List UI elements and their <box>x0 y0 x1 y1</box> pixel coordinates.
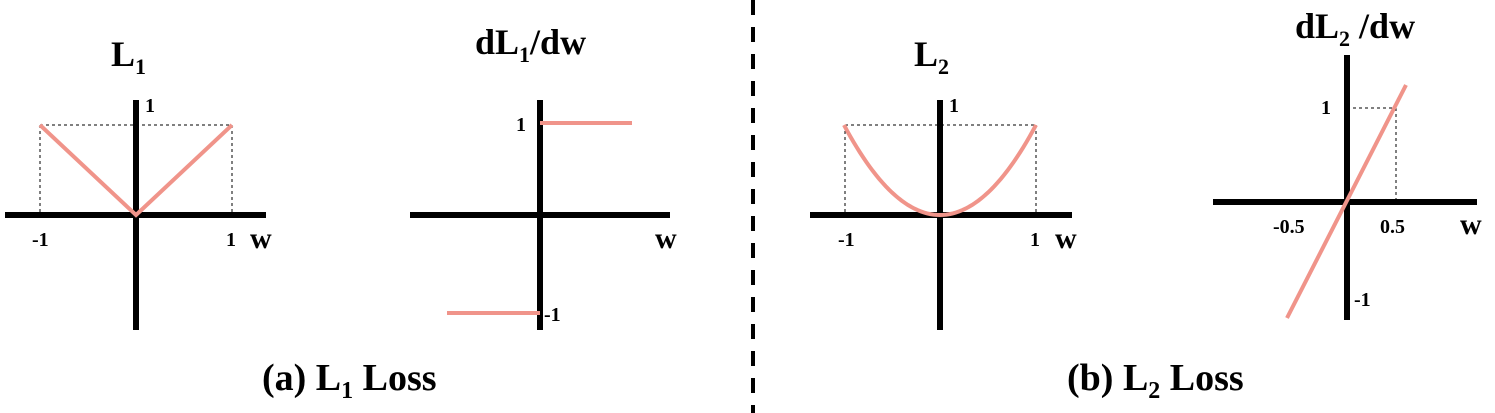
panel-a: L1 1 -1 1 w dL1/dw 1 -1 w (a) L1 Loss <box>5 22 677 404</box>
l1-derivative-y-tick-neg1: -1 <box>544 304 561 326</box>
l1-derivative-x-label: w <box>655 222 677 255</box>
l1-loss-title: L1 <box>111 34 146 79</box>
l1-x-tick-neg1: -1 <box>32 229 49 251</box>
l2-derivative-line <box>1285 84 1408 319</box>
l2-loss-title: L2 <box>914 34 949 79</box>
l1-y-tick-1: 1 <box>145 95 155 117</box>
l1-loss-curve <box>38 123 234 218</box>
l2-loss-curve <box>842 124 1038 218</box>
l1-derivative-plot: dL1/dw 1 -1 w <box>410 22 677 330</box>
l2-derivative-y-tick-1: 1 <box>1321 97 1331 119</box>
l2-derivative-x-tick-neg05: -0.5 <box>1273 216 1305 238</box>
panel-a-caption: (a) L1 Loss <box>262 357 437 404</box>
panel-b-caption: (b) L2 Loss <box>1067 357 1244 404</box>
l2-derivative-x-label: w <box>1460 208 1482 241</box>
l2-x-tick-1: 1 <box>1030 229 1040 251</box>
l2-x-tick-neg1: -1 <box>838 229 855 251</box>
l1-loss-plot: L1 1 -1 1 w <box>5 34 272 330</box>
l2-loss-plot: L2 1 -1 1 w <box>810 34 1077 330</box>
l2-y-tick-1: 1 <box>949 95 959 117</box>
l1-derivative-y-tick-1: 1 <box>516 114 526 136</box>
l1-x-label: w <box>250 222 272 255</box>
l1-x-tick-1: 1 <box>226 229 236 251</box>
l1-derivative-title: dL1/dw <box>475 22 586 67</box>
panel-b: L2 1 -1 1 w dL2 /dw 1 -1 -0.5 0.5 w ( <box>810 6 1482 404</box>
l2-derivative-title: dL2 /dw <box>1295 6 1415 51</box>
l2-derivative-y-tick-neg1: -1 <box>1354 289 1371 311</box>
l2-derivative-x-tick-05: 0.5 <box>1380 216 1405 238</box>
l2-derivative-plot: dL2 /dw 1 -1 -0.5 0.5 w <box>1213 6 1482 320</box>
l2-x-label: w <box>1055 222 1077 255</box>
